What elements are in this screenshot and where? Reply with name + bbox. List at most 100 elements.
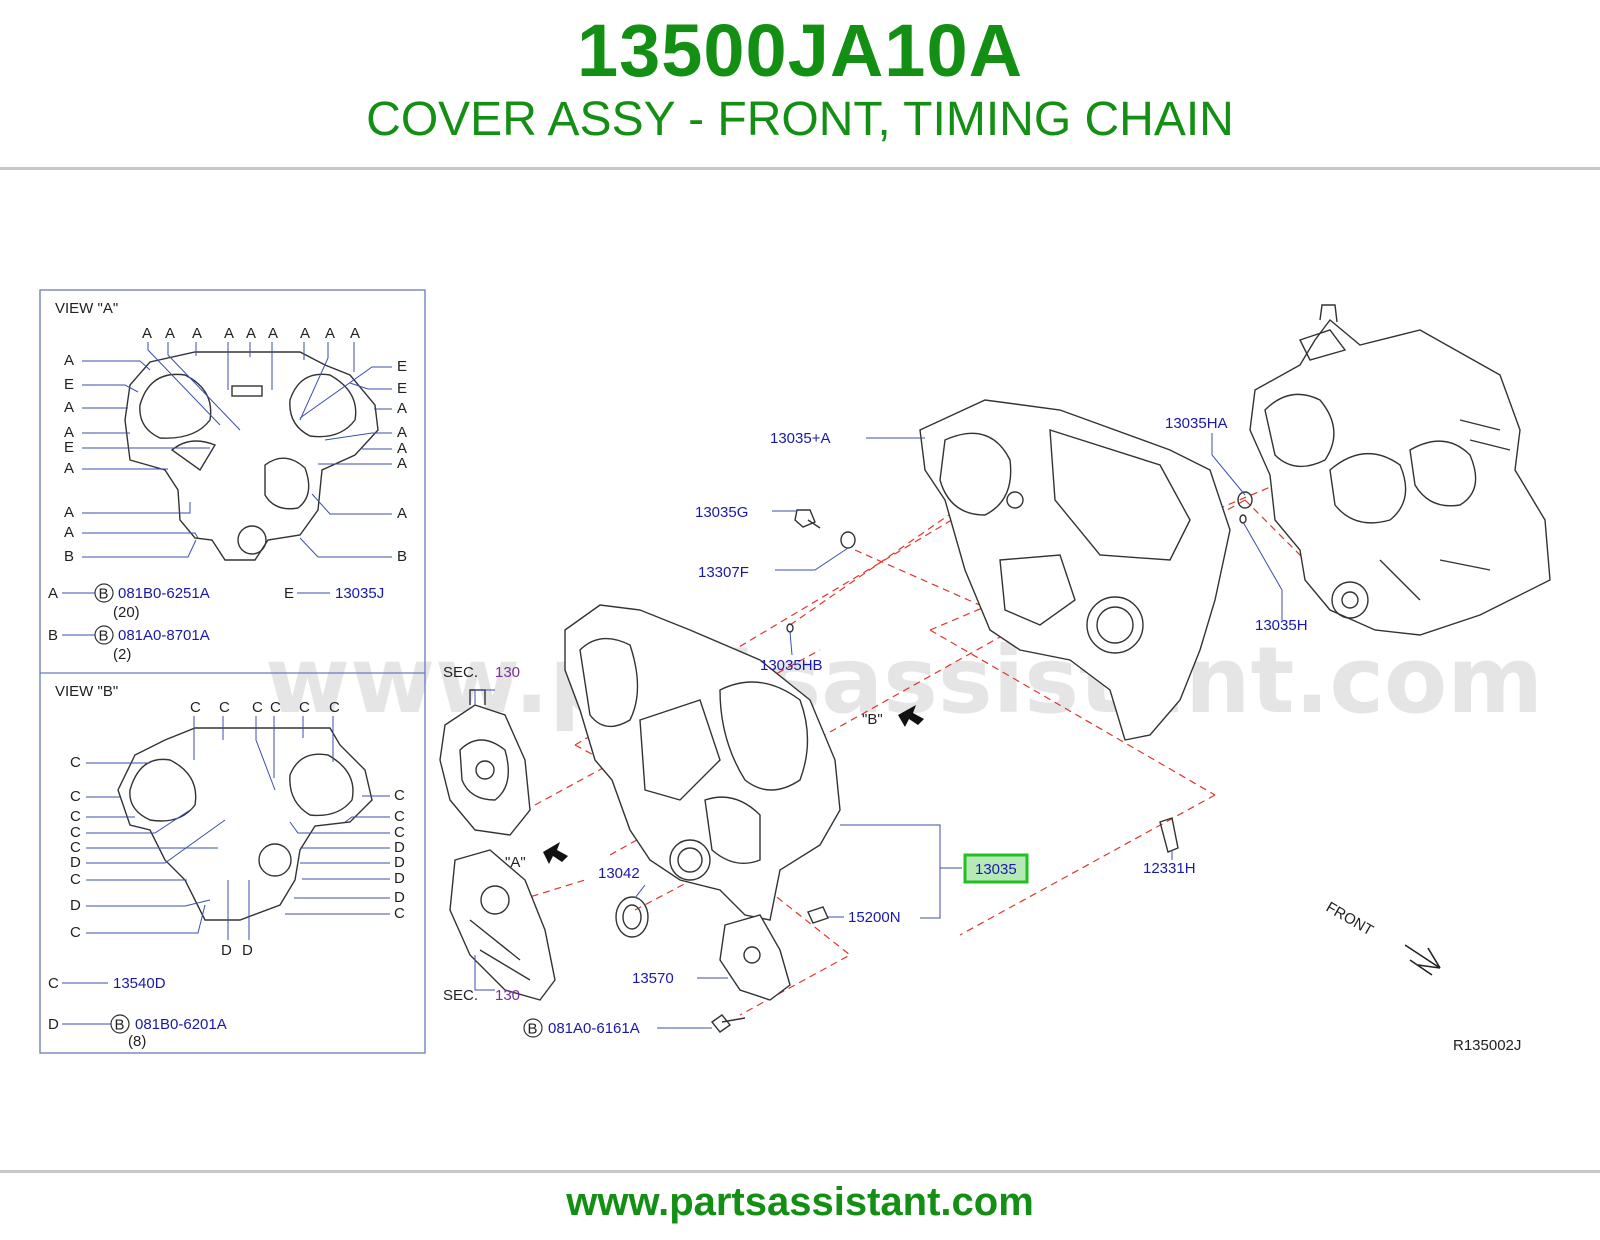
callout-13035hb[interactable]: 13035HB [760, 657, 823, 674]
legend-a-qty: (20) [113, 604, 140, 621]
legend-a-letter: A [48, 585, 58, 602]
front-arrow-icon [1404, 944, 1441, 976]
svg-text:C: C [394, 824, 405, 841]
svg-text:B: B [397, 548, 407, 565]
callout-081a0-6161a[interactable]: 081A0-6161A [548, 1020, 640, 1037]
svg-text:C: C [70, 839, 81, 856]
callout-b-circle [523, 1018, 543, 1038]
rear-timing-cover-illustration [919, 399, 1231, 741]
view-markers: "A" "B" [505, 705, 924, 871]
svg-text:A: A [325, 325, 335, 342]
svg-text:E: E [397, 358, 407, 375]
legend-b-part[interactable]: 081A0-8701A [118, 627, 210, 644]
view-b-title: VIEW "B" [55, 683, 118, 700]
svg-text:D: D [242, 942, 253, 959]
view-b-marker-label: "B" [862, 711, 883, 728]
svg-text:C: C [299, 699, 310, 716]
callout-13035h[interactable]: 13035H [1255, 617, 1308, 634]
svg-text:A: A [224, 325, 234, 342]
legend-b-b: B [99, 628, 109, 645]
callout-13035[interactable]: 13035 [975, 861, 1017, 878]
view-b-arrow-icon [898, 705, 924, 727]
svg-text:C: C [270, 699, 281, 716]
legend-e-letter: E [284, 585, 294, 602]
svg-text:A: A [192, 325, 202, 342]
svg-text:C: C [329, 699, 340, 716]
legend-d-b: B [115, 1017, 125, 1034]
legend-a-b: B [99, 586, 109, 603]
svg-text:A: A [268, 325, 278, 342]
svg-text:A: A [64, 399, 74, 416]
view-a-lower-opening [264, 457, 310, 510]
part-number-title: 13500JA10A [576, 9, 1024, 92]
svg-text:D: D [394, 870, 405, 887]
view-b-left-opening [129, 758, 197, 822]
legend-d-part[interactable]: 081B0-6201A [135, 1016, 227, 1033]
view-a-crank-hole [237, 525, 267, 555]
callout-13042[interactable]: 13042 [598, 865, 640, 882]
legend-a-part[interactable]: 081B0-6251A [118, 585, 210, 602]
svg-text:D: D [70, 854, 81, 871]
sec-label-upper: SEC. [443, 664, 478, 681]
view-a-marker-label: "A" [505, 854, 526, 871]
svg-text:A: A [64, 352, 74, 369]
bracket-13570-illustration [719, 914, 791, 1001]
callout-13307f[interactable]: 13307F [698, 564, 749, 581]
svg-text:A: A [64, 504, 74, 521]
callout-13035ha[interactable]: 13035HA [1165, 415, 1228, 432]
svg-text:D: D [221, 942, 232, 959]
svg-text:D: D [70, 897, 81, 914]
legend-d-qty: (8) [128, 1033, 146, 1050]
view-a-cover-outline [124, 351, 379, 561]
callout-13035a[interactable]: 13035+A [770, 430, 830, 447]
reference-code: R135002J [1453, 1037, 1521, 1054]
callout-b-letter: B [528, 1021, 538, 1038]
svg-text:A: A [300, 325, 310, 342]
engine-block-illustration [1249, 304, 1551, 636]
svg-text:C: C [70, 871, 81, 888]
water-pump-illustration [439, 689, 531, 836]
callout-15200n[interactable]: 15200N [848, 909, 901, 926]
svg-text:C: C [394, 787, 405, 804]
svg-text:A: A [350, 325, 360, 342]
footer-url[interactable]: www.partsassistant.com [566, 1180, 1034, 1224]
part-description: COVER ASSY - FRONT, TIMING CHAIN [366, 93, 1234, 146]
highlight-13035-box [963, 853, 1029, 884]
svg-text:C: C [190, 699, 201, 716]
header-divider [0, 167, 1600, 170]
view-a-arrow-icon [543, 842, 568, 864]
callout-13035g[interactable]: 13035G [695, 504, 748, 521]
svg-text:C: C [394, 808, 405, 825]
callout-13570[interactable]: 13570 [632, 970, 674, 987]
callout-labels: 13035+A 13035G 13307F 13035HB 13035HA 13… [443, 415, 1521, 1054]
svg-text:A: A [397, 424, 407, 441]
callout-leaders [474, 433, 1283, 1029]
sec-number-lower[interactable]: 130 [495, 987, 520, 1004]
svg-text:C: C [70, 754, 81, 771]
svg-text:E: E [64, 376, 74, 393]
svg-text:E: E [397, 380, 407, 397]
view-inset-panel [39, 289, 426, 1054]
header: 13500JA10A COVER ASSY - FRONT, TIMING CH… [0, 0, 1600, 170]
legend-d-circle [110, 1014, 130, 1034]
svg-text:A: A [64, 460, 74, 477]
sec-number-upper[interactable]: 130 [495, 664, 520, 681]
svg-text:A: A [397, 455, 407, 472]
view-a-left-opening [139, 373, 212, 439]
callout-12331h[interactable]: 12331H [1143, 860, 1196, 877]
legend-c-part[interactable]: 13540D [113, 975, 166, 992]
small-hardware [710, 491, 1253, 1033]
view-a-top-tab [231, 385, 263, 397]
lower-cover-illustration [449, 849, 556, 1001]
sec-label-lower: SEC. [443, 987, 478, 1004]
legend-e-part[interactable]: 13035J [335, 585, 384, 602]
svg-text:A: A [64, 424, 74, 441]
svg-text:D: D [394, 839, 405, 856]
legend-b-circle [94, 625, 114, 645]
view-b-crank-hole [258, 843, 292, 877]
legend-d-letter: D [48, 1016, 59, 1033]
view-a-right-opening [289, 373, 357, 438]
svg-text:A: A [165, 325, 175, 342]
